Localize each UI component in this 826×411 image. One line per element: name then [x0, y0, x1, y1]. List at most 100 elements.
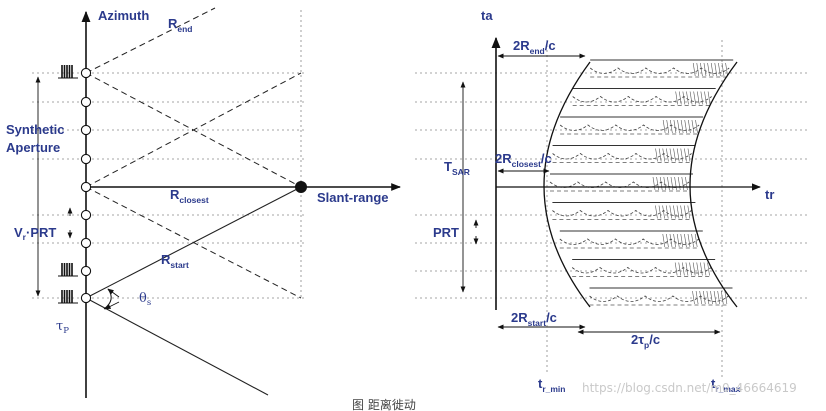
echo-hatch: [670, 176, 674, 191]
synthetic-aperture-label-line1: Synthetic: [6, 122, 65, 137]
right-dotted-gridlines: [415, 72, 808, 299]
t-sar-label: TSAR: [444, 159, 470, 177]
echo-hatch: [680, 233, 684, 248]
echo-hatch: [662, 119, 666, 134]
echo-hatch: [681, 176, 685, 191]
beam-edge-line: [85, 297, 269, 396]
echo-hatch: [669, 233, 673, 248]
echo-chirp-wave: [571, 266, 712, 274]
echo-chirp-wave: [589, 67, 730, 74]
echo-hatch: [682, 91, 686, 105]
echo-row: [559, 116, 704, 135]
theta-arrow-top: [107, 288, 120, 298]
dashed-line-rising: [85, 72, 302, 188]
echo-hatch: [694, 233, 698, 248]
echo-hatch: [655, 205, 658, 219]
echo-hatch: [669, 205, 673, 219]
echo-hatch: [700, 262, 703, 276]
echo-hatch: [695, 119, 698, 134]
echo-hatch: [700, 91, 704, 105]
echo-hatch: [696, 91, 700, 105]
theta-s-label: θs: [139, 291, 151, 308]
echo-hatch: [707, 262, 710, 276]
two-tau-p-label: 2τp/c: [631, 332, 660, 350]
echo-hatch: [676, 233, 680, 248]
echo-hatch: [684, 233, 687, 248]
echo-hatch: [691, 233, 694, 248]
echo-hatch: [678, 91, 682, 105]
echo-hatch: [720, 290, 724, 305]
echo-hatch: [692, 262, 696, 276]
echo-hatch: [680, 119, 684, 134]
echo-hatch: [706, 290, 710, 305]
echo-hatch: [696, 262, 700, 276]
echo-hatch: [689, 91, 693, 105]
echo-row: [572, 88, 716, 106]
tr-min-label: tr_min: [538, 376, 566, 394]
echo-hatch: [663, 176, 667, 191]
echo-hatch: [656, 176, 659, 191]
migration-curve-right: [689, 61, 738, 308]
echo-hatch: [667, 176, 670, 191]
echo-hatch: [666, 148, 669, 162]
echo-hatch: [676, 205, 680, 219]
echo-hatch: [666, 233, 669, 248]
echo-row: [549, 173, 694, 192]
echo-hatch: [692, 62, 696, 77]
echo-hatch: [652, 176, 656, 191]
echo-hatch: [674, 262, 678, 276]
synthetic-aperture-label-line2: Aperture: [6, 140, 60, 155]
echo-hatch: [675, 91, 678, 105]
pulse-icon: [58, 65, 78, 79]
echo-hatch: [688, 119, 691, 134]
tr-max-label: tr_max: [711, 376, 741, 394]
migration-curve-left: [543, 61, 591, 308]
echo-hatch: [695, 290, 699, 305]
slant-range-label: Slant-range: [317, 190, 389, 205]
right-echo-diagram: ta 2Rend/c TSAR 2Rclosest/c tr PRT 2Rsta…: [415, 8, 808, 394]
echo-hatch: [724, 290, 728, 305]
echo-hatch: [714, 62, 718, 77]
echo-hatch: [674, 176, 677, 191]
r-end-label: Rend: [168, 16, 193, 34]
echo-hatch: [673, 119, 677, 134]
vr-prt-label: Vr·PRT: [14, 225, 56, 242]
antenna-position-circle: [80, 67, 92, 79]
echo-hatch: [725, 62, 728, 77]
echo-hatch: [680, 205, 683, 219]
echo-hatch: [673, 233, 676, 248]
echo-hatch: [685, 176, 688, 191]
antenna-position-circle: [80, 124, 92, 136]
echo-chirp-wave: [552, 209, 692, 217]
echo-hatch: [687, 148, 691, 162]
pulse-icon: [58, 290, 78, 304]
watermark-text: https://blog.csdn.net/m0_46664619: [582, 381, 797, 395]
echo-hatch: [707, 91, 711, 105]
echo-hatch: [676, 148, 680, 162]
echo-hatch: [710, 62, 714, 77]
echo-hatch: [683, 205, 687, 219]
echo-hatch: [684, 119, 688, 134]
echo-chirp-wave: [559, 238, 700, 245]
antenna-position-circle: [80, 153, 92, 165]
echo-hatch: [693, 91, 696, 105]
echo-hatch: [710, 290, 713, 305]
echo-hatch: [669, 148, 673, 162]
echo-hatch: [673, 205, 676, 219]
echo-hatch: [692, 290, 695, 305]
echo-hatch: [655, 148, 658, 162]
antenna-position-circle: [80, 292, 92, 304]
echo-hatch: [685, 262, 689, 276]
echo-hatch: [662, 205, 665, 219]
echo-row: [589, 59, 734, 78]
theta-arrow-bottom: [104, 301, 120, 310]
echo-hatch: [658, 148, 662, 162]
echo-hatch: [677, 176, 681, 191]
echo-hatch: [687, 233, 691, 248]
echo-hatch: [680, 148, 684, 162]
echo-row: [559, 230, 703, 249]
ta-label: ta: [481, 8, 493, 23]
tr-label: tr: [765, 187, 774, 202]
echo-chirp-wave: [589, 295, 729, 302]
r-start-line: [85, 186, 302, 299]
